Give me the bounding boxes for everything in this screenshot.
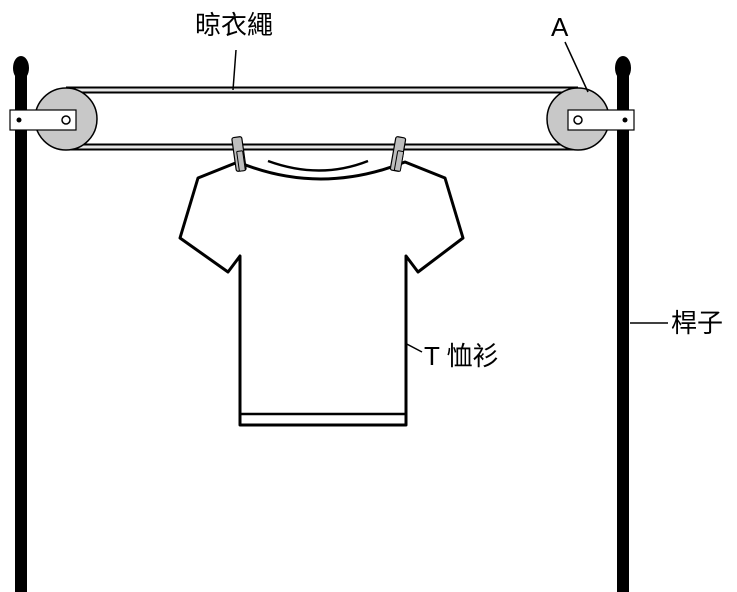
tshirt-label: T 恤衫 xyxy=(424,341,499,371)
clothesline-label: 晾衣繩 xyxy=(195,10,274,40)
clothesline-leader xyxy=(232,49,237,91)
right-clothespin xyxy=(389,136,407,172)
clothesline-rope xyxy=(66,86,578,151)
tshirt xyxy=(178,159,465,427)
pole-label: 桿子 xyxy=(671,308,724,338)
left-pole xyxy=(13,56,29,592)
point-a-label: A xyxy=(551,12,569,42)
left-clothespin xyxy=(231,136,247,172)
point-a-leader xyxy=(564,41,589,93)
right-pulley xyxy=(546,87,635,151)
right-pole xyxy=(615,56,631,592)
left-pulley xyxy=(9,87,98,151)
